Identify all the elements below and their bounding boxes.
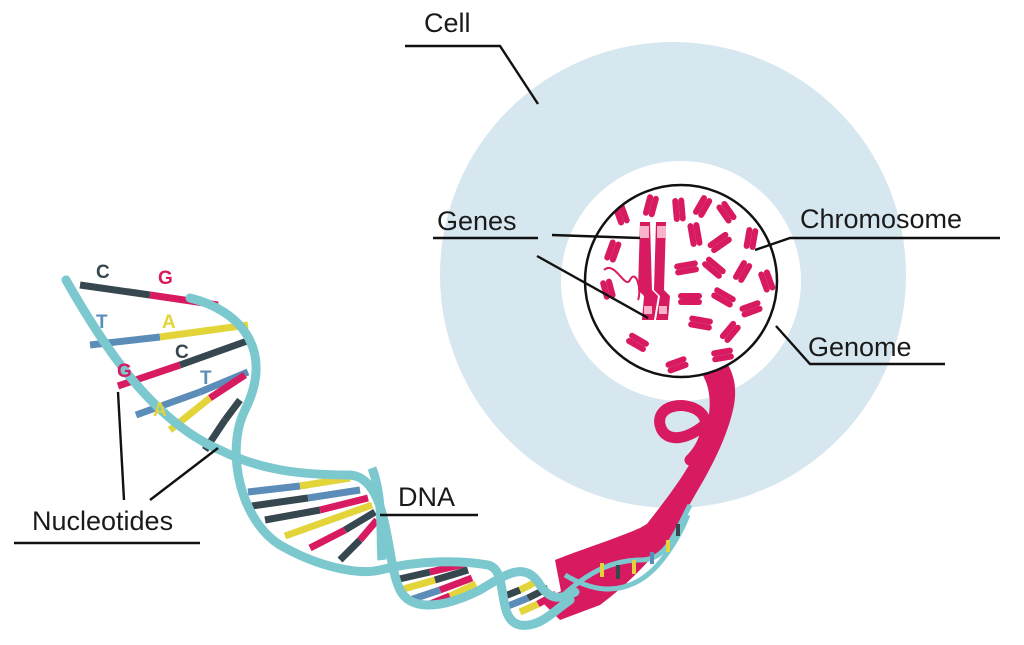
labels: Cell Genes Chromosome Genome DNA Nucleot… (32, 8, 962, 536)
base-letter: A (162, 312, 176, 333)
label-chromosome: Chromosome (800, 204, 962, 234)
label-genes: Genes (437, 206, 517, 236)
base-letter: G (158, 268, 173, 289)
nucleus (583, 183, 779, 379)
nucleotide-letters: C G T A G C T A (96, 262, 212, 421)
dna-backbone-b (185, 293, 575, 630)
chromosome-cluster (600, 194, 776, 374)
label-dna: DNA (398, 482, 455, 512)
base-letter: T (200, 368, 212, 389)
base-letter: C (96, 262, 110, 283)
label-genome: Genome (808, 332, 912, 362)
dna-helix (61, 275, 580, 630)
base-letter: A (153, 400, 167, 421)
base-letter: T (96, 312, 108, 333)
label-nucleotides: Nucleotides (32, 506, 173, 536)
label-cell: Cell (424, 8, 471, 38)
base-letter: G (117, 361, 132, 382)
leader-lines (14, 44, 1000, 545)
base-pairs (79, 281, 558, 616)
dna-backbone-a (61, 275, 580, 610)
highlighted-chromosome (638, 222, 670, 320)
chromatin-strand (540, 318, 736, 620)
base-letter: C (175, 342, 189, 363)
